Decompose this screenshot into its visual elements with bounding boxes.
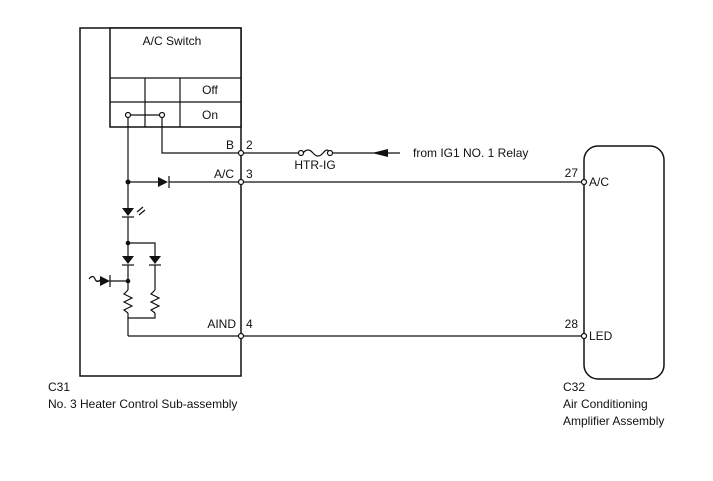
- switch-off-label: Off: [202, 83, 218, 97]
- c31-pin-4-num: 4: [246, 317, 253, 331]
- c32-pin-28: [580, 332, 588, 340]
- c32-pin-27: [580, 178, 588, 186]
- c31-pin-4: [237, 332, 245, 340]
- c32-pin-27-num: 27: [565, 166, 579, 180]
- switch-on-label: On: [202, 108, 218, 122]
- c32-housing: [583, 145, 665, 380]
- c31-name: No. 3 Heater Control Sub-assembly: [48, 397, 237, 411]
- arrow-icon: [372, 149, 388, 157]
- c31-code: C31: [48, 380, 70, 394]
- c31-pin-3-num: 3: [246, 167, 253, 181]
- photo-diode-icon: [88, 275, 128, 287]
- c32-pin-ac-label: A/C: [589, 175, 609, 189]
- fuse-symbol: [297, 149, 334, 157]
- c31-pin-b-label: B: [226, 138, 234, 152]
- c32-pin-28-num: 28: [565, 317, 579, 331]
- switch-b-lead: [161, 118, 241, 154]
- switch-title: A/C Switch: [143, 34, 202, 48]
- fuse-label: HTR-IG: [294, 158, 335, 172]
- diode-pair-icon: [122, 256, 161, 266]
- c31-pin-aind-label: AIND: [207, 317, 236, 331]
- ac-switch-table: A/C Switch Off On: [109, 27, 242, 128]
- c32-name-line2: Amplifier Assembly: [563, 414, 664, 428]
- parallel-wire-bottom: [127, 313, 156, 319]
- c32-name-line1: Air Conditioning: [563, 397, 648, 411]
- led-icon: [122, 206, 146, 218]
- relay-source-label: from IG1 NO. 1 Relay: [413, 146, 528, 160]
- c31-pin-2: [237, 149, 245, 157]
- c32-code: C32: [563, 380, 585, 394]
- resistor-icon: [122, 289, 161, 314]
- c31-pin-2-num: 2: [246, 138, 253, 152]
- diode-icon: [158, 176, 170, 188]
- c31-pin-3: [237, 178, 245, 186]
- c32-pin-led-label: LED: [589, 329, 613, 343]
- c31-pin-ac-label: A/C: [214, 167, 234, 181]
- parallel-wire-top: [128, 242, 156, 256]
- junction-dot-3: [125, 278, 131, 284]
